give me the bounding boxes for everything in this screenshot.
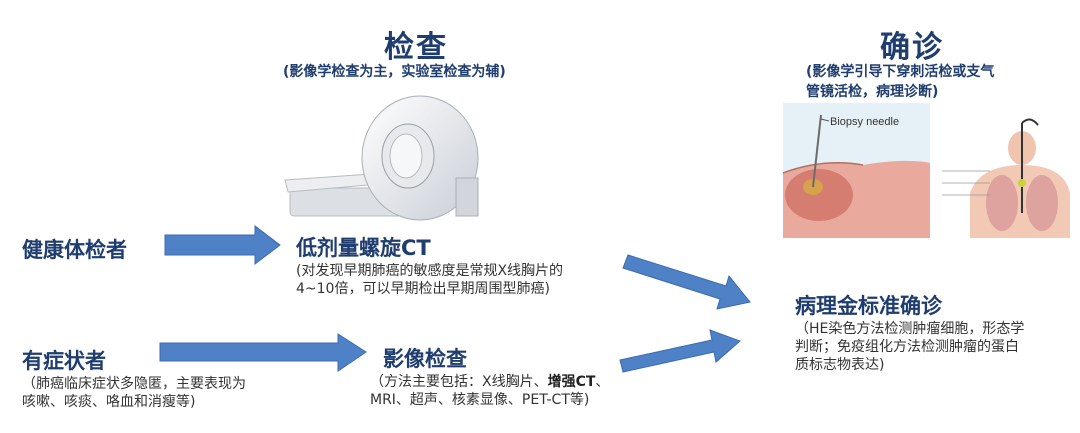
imaging-desc-line1-a: （方法主要包括：X线胸片、 xyxy=(370,374,548,390)
symptomatic-desc-line2: 咳嗽、咳痰、咯血和消瘦等) xyxy=(22,393,195,411)
imaging-title: 影像检查 xyxy=(383,343,467,373)
imaging-desc-line2: MRI、超声、核素显像、PET-CT等) xyxy=(370,391,589,409)
symptomatic-desc-line1: （肺癌临床症状多隐匿，主要表现为 xyxy=(22,375,246,393)
imaging-desc-emphasis: 增强CT xyxy=(548,374,596,390)
pathology-desc-line1: （HE染色方法检测肿瘤细胞，形态学 xyxy=(795,320,1024,338)
imaging-desc-line1-c: 、 xyxy=(595,374,609,390)
pathology-title: 病理金标准确诊 xyxy=(795,290,942,320)
ldct-title: 低剂量螺旋CT xyxy=(296,232,431,262)
arrow-health-to-ldct xyxy=(165,226,280,264)
arrow-imaging-to-pathology xyxy=(620,330,740,372)
ldct-desc-line1: (对发现早期肺癌的敏感度是常规X线胸片的 xyxy=(296,262,563,280)
pathology-desc-line2: 判断；免疫组化方法检测肿瘤的蛋白 xyxy=(795,338,1019,356)
symptomatic-title: 有症状者 xyxy=(22,345,106,375)
ldct-desc-line2: 4~10倍，可以早期检出早期周围型肺癌) xyxy=(296,280,550,298)
arrow-ldct-to-pathology xyxy=(623,255,750,309)
health-check-title: 健康体检者 xyxy=(22,234,127,264)
arrow-symptom-to-imaging xyxy=(160,334,366,371)
imaging-desc-line1: （方法主要包括：X线胸片、增强CT、 xyxy=(370,373,609,391)
pathology-desc-line3: 质标志物表达) xyxy=(795,356,884,374)
